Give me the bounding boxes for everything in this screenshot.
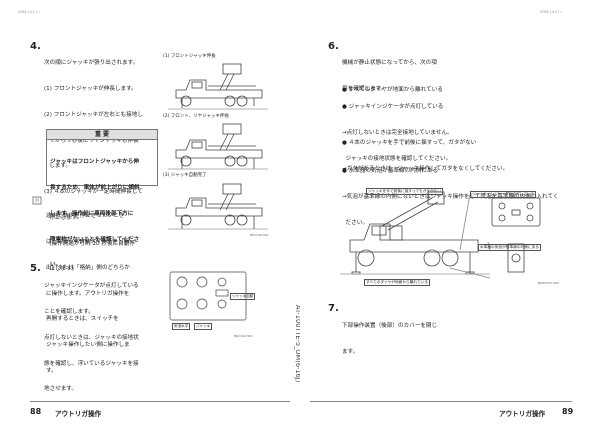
note-text: 途中で動作を停止させたいとき は、ジャッキ自動スイッチを「張 出」または「格納」… (46, 195, 130, 393)
note-line: 出」または「格納」側のどちらか (46, 264, 130, 271)
note-line: に操作します。アウトリガ操作を (46, 290, 130, 297)
figure-code-right: BKH0530-484 (538, 281, 559, 285)
step-5-line: ことを確認します。 (44, 308, 94, 315)
checklist-sub: ジャッキの接地状態を確認してください。 (342, 155, 452, 162)
running-header-left: AT88-1A-F1 r (18, 10, 40, 14)
step-6-number: 6. (328, 41, 339, 52)
note-line: ジャッキ操作したい側に操作しま (46, 342, 130, 349)
warning-box: ジャッキはフロントジャッキから伸 長するため、車体が前上がりに傾斜 します。操作… (46, 139, 158, 268)
jack-indicator-panel (169, 271, 247, 321)
checklist-sub: →気泡が基準線の内側にないときはジャッキ操作をして気泡を基準線の内側に入れてく (342, 193, 559, 200)
warning-line: 長するため、車体が前上がりに傾斜 (50, 184, 140, 191)
step-4-line: します。 (44, 163, 72, 170)
step-4-line: てから３秒後にリヤジャッキも伸長 (44, 137, 139, 144)
step-5-line: 地させます。 (44, 386, 78, 393)
step-5-line: ジャッキインジケータが点灯している (44, 283, 139, 290)
step-5-text: ジャッキインジケータが点灯している ことを確認します。 点灯しないときは、ジャッ… (44, 265, 139, 411)
page-number-left: 88 (30, 407, 42, 416)
footer-rule (30, 401, 290, 402)
warning-line: します。操作前に車両後部下方に (50, 210, 134, 217)
step-5-line: 態を確認し、浮いているジャッキを接 (44, 360, 139, 367)
footer-section-left: アウトリガ操作 (55, 410, 102, 418)
warning-title: 重 要 (46, 129, 158, 140)
crane-truck-check-illustration (340, 191, 541, 279)
checklist-bullet: ● 水準器の気泡が基準線の内側にある (342, 168, 439, 175)
panel-label-bubble-level: 気泡水平 (172, 323, 191, 330)
step-4-line: (3) ４本のジャッキが一定時間伸長して (44, 189, 143, 196)
checklist-bullet: ● ジャッキインジケータが点灯している (342, 104, 444, 111)
step-4-line: 止します) (44, 266, 74, 273)
footer-section-right: アウトリガ操作 (499, 410, 546, 418)
right-page: AT88-1A-F1 r 6. 機械が静止状態になってから、次の項 目を確認しま… (300, 0, 600, 424)
step-5-number: 5. (30, 263, 41, 274)
note-line: 再開するときは、スイッチを (46, 316, 119, 323)
checklist-item-3: ● ４本のジャッキを手で前後に揺すって、ガタがない →ガタがあるときは、ジャッキ… (342, 122, 508, 191)
checklist-bullet: ● すべてのタイヤが地面から離れている (342, 87, 443, 94)
left-page: AT88-1A-F1 r 4. 次の順にジャッキが張り出されます。 (1) フロ… (18, 10, 290, 418)
truck-illustration-jack-complete (168, 183, 268, 230)
callout-tires-off-ground: すべてのタイヤが地面から離れている (364, 279, 431, 286)
step-7-number: 7. (328, 303, 339, 314)
callout-bubble-in-line: 水準器の気泡が基準線の内側にある (478, 244, 541, 251)
checklist-item-1: ● すべてのタイヤが地面から離れている (342, 69, 443, 112)
checklist-sub: →ガタがあるときは、ジャッキ操作してガタをなくしてください。 (342, 165, 509, 172)
panel-label-jack: ジャッキ (194, 323, 213, 330)
step-6-line: 機械が静止状態になってから、次の項 (342, 60, 437, 67)
callout-jack-no-play: ジャッキを手で前後に揺すってもガタがない (366, 188, 444, 195)
warning-line: 障害物がないことを確認してくださ (50, 236, 140, 243)
note-line: す。 (46, 367, 57, 374)
step-6-line: 目を確認します。 (342, 85, 387, 92)
figure-code-1: BKC190-362 (250, 233, 269, 237)
figure-caption-2: (2) フロント、リヤジャッキ伸長 (163, 114, 229, 119)
note-line: は、ジャッキ自動スイッチを「張 (46, 238, 130, 245)
step-4-line: (1) フロントジャッキが伸長します。 (44, 85, 137, 92)
checklist-bullet: ● ４本のジャッキを手で前後に揺すって、ガタがない (342, 140, 477, 147)
checklist-sub: ださい。 (342, 219, 368, 226)
panel-label-jack-auto: ジャッキ自動 (230, 293, 256, 300)
warning-line: ジャッキはフロントジャッキから伸 (50, 159, 139, 166)
callout-indicator-lit: ジャッキインジケータが点灯している (470, 191, 537, 198)
step-4-line: (2) フロントジャッキが左右とも接地し (44, 111, 143, 118)
step-4-number: 4. (30, 41, 41, 52)
checklist-item-4: ● 水準器の気泡が基準線の内側にある →気泡が基準線の内側にないときはジャッキ操… (342, 150, 558, 245)
step-7-text: 下部操作装置（後部）のカバーを閉じ ます。 (342, 305, 437, 374)
warning-line: い。 (50, 262, 62, 269)
truck-illustration-front-jack (168, 63, 268, 110)
step-7-line: ます。 (342, 348, 359, 355)
step-6-text: 機械が静止状態になってから、次の項 目を確認します。 (342, 42, 437, 111)
footer-rule (310, 401, 572, 402)
step-7-line: 下部操作装置（後部）のカバーを閉じ (342, 323, 438, 330)
truck-illustration-front-rear-jack (168, 123, 268, 170)
note-line: 途中で動作を停止させたいとき (46, 213, 125, 220)
figure-caption-1: (1) フロントジャッキ伸長 (163, 54, 216, 59)
checklist-item-2: ● ジャッキインジケータが点灯している →点灯しないときは完全接地していません。… (342, 86, 453, 181)
running-header-right: AT88-1A-F1 r (540, 10, 562, 14)
figure-caption-3: (3) ジャッキ自動完了 (163, 173, 207, 178)
note-icon (32, 196, 42, 205)
step-4-line: (操作開始から約 20 秒後に自動停 (44, 240, 135, 247)
checklist-sub: →点灯しないときは完全接地していません。 (342, 129, 453, 136)
step-5-line: 点灯しないときは、ジャッキの接地状 (44, 334, 139, 341)
step-4-line: 次の順にジャッキが張り出されます。 (44, 60, 139, 67)
figure-code-2: BKC192-363 (234, 334, 253, 338)
warning-text: ジャッキはフロントジャッキから伸 長するため、車体が前上がりに傾斜 します。操作… (50, 141, 140, 287)
step-4-line: 停止します。 (44, 214, 83, 221)
step-4-text: 次の順にジャッキが張り出されます。 (1) フロントジャッキが伸長します。 (2… (44, 42, 143, 291)
page-number-right: 89 (562, 407, 574, 416)
